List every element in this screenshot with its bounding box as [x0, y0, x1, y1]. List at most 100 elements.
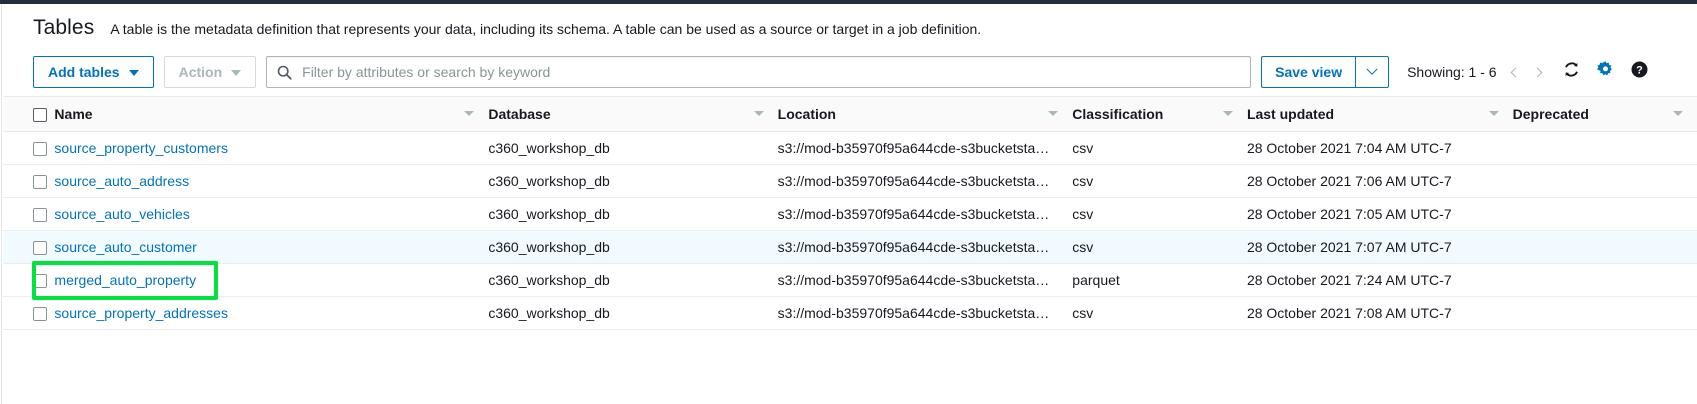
cell-database: c360_workshop_db: [488, 230, 778, 264]
cell-name: source_auto_customer: [54, 230, 489, 264]
cell-classification: csv: [1072, 230, 1247, 264]
row-checkbox[interactable]: [33, 207, 47, 222]
cell-deprecated: [1512, 164, 1697, 198]
search-input[interactable]: [300, 63, 1251, 81]
refresh-icon: [1562, 60, 1581, 84]
column-label-database: Database: [488, 105, 551, 122]
row-select-cell: [3, 131, 55, 165]
cell-name: source_auto_vehicles: [54, 197, 489, 231]
row-select-cell: [3, 230, 55, 264]
row-select-cell: [3, 263, 55, 297]
chevron-right-icon: [1532, 67, 1543, 77]
sort-caret-icon: [753, 111, 764, 117]
grid-body: source_property_customers c360_workshop_d…: [3, 131, 1697, 330]
previous-page-button[interactable]: [1505, 58, 1527, 86]
table-name-link[interactable]: source_auto_customer: [54, 238, 197, 255]
chevron-down-icon: [1366, 63, 1378, 75]
help-icon: ?: [1630, 60, 1649, 84]
sort-caret-icon: [1222, 111, 1233, 117]
add-tables-button[interactable]: Add tables: [33, 56, 154, 88]
cell-classification: csv: [1072, 164, 1247, 198]
cell-database: c360_workshop_db: [488, 296, 778, 330]
table-name-link[interactable]: merged_auto_property: [54, 271, 197, 288]
cell-name: source_auto_address: [54, 164, 489, 198]
save-view-button[interactable]: Save view: [1261, 56, 1356, 88]
cell-location: s3://mod-b35970f95a644cde-s3bucketsta…: [777, 197, 1073, 231]
cell-database: c360_workshop_db: [488, 131, 778, 165]
table-row[interactable]: source_property_addresses c360_workshop_d…: [3, 296, 1697, 330]
cell-location: s3://mod-b35970f95a644cde-s3bucketsta…: [777, 164, 1073, 198]
column-header-classification[interactable]: Classification: [1072, 97, 1247, 132]
row-checkbox[interactable]: [33, 273, 47, 288]
sort-caret-icon: [1048, 111, 1059, 117]
next-page-button[interactable]: [1527, 58, 1549, 86]
table-name-link[interactable]: source_property_addresses: [54, 304, 228, 321]
cell-deprecated: [1512, 263, 1697, 297]
cell-database: c360_workshop_db: [488, 197, 778, 231]
page-title: Tables: [33, 16, 95, 39]
action-button[interactable]: Action: [163, 56, 257, 88]
action-label: Action: [178, 64, 223, 80]
save-view-group: Save view: [1261, 56, 1390, 88]
cell-name: source_property_customers: [54, 131, 489, 165]
cell-location: s3://mod-b35970f95a644cde-s3bucketsta…: [777, 131, 1073, 165]
cell-last-updated: 28 October 2021 7:08 AM UTC-7: [1246, 296, 1513, 330]
tables-grid-container: Name Database Location: [3, 96, 1697, 330]
column-header-name[interactable]: Name: [54, 97, 489, 132]
cell-classification: csv: [1072, 296, 1247, 330]
cell-database: c360_workshop_db: [488, 263, 778, 297]
row-select-cell: [3, 296, 55, 330]
table-row[interactable]: source_property_customers c360_workshop_d…: [3, 131, 1697, 165]
column-header-last-updated[interactable]: Last updated: [1246, 97, 1513, 132]
cell-database: c360_workshop_db: [488, 164, 778, 198]
row-checkbox[interactable]: [33, 306, 47, 321]
add-tables-label: Add tables: [48, 64, 120, 80]
cell-last-updated: 28 October 2021 7:04 AM UTC-7: [1246, 131, 1513, 165]
cell-location: s3://mod-b35970f95a644cde-s3bucketsta…: [777, 263, 1073, 297]
cell-last-updated: 28 October 2021 7:06 AM UTC-7: [1246, 164, 1513, 198]
chevron-down-icon: [128, 70, 139, 76]
row-select-cell: [3, 197, 55, 231]
row-checkbox[interactable]: [33, 141, 47, 156]
cell-classification: csv: [1072, 197, 1247, 231]
column-header-database[interactable]: Database: [488, 97, 778, 132]
column-header-location[interactable]: Location: [777, 97, 1073, 132]
tables-grid: Name Database Location: [3, 97, 1697, 330]
settings-button[interactable]: [1589, 57, 1623, 87]
column-header-deprecated[interactable]: Deprecated: [1512, 97, 1697, 132]
sort-caret-icon: [1673, 111, 1683, 117]
table-name-link[interactable]: source_property_customers: [54, 139, 228, 156]
gear-icon: [1596, 60, 1615, 84]
row-checkbox[interactable]: [33, 174, 47, 189]
column-label-name: Name: [54, 105, 93, 122]
cell-deprecated: [1512, 296, 1697, 330]
table-name-link[interactable]: source_auto_address: [54, 172, 190, 189]
header-row: Name Database Location: [3, 97, 1697, 132]
help-button[interactable]: ?: [1623, 57, 1657, 87]
cell-location: s3://mod-b35970f95a644cde-s3bucketsta…: [777, 230, 1073, 264]
save-view-dropdown-button[interactable]: [1355, 56, 1390, 88]
row-checkbox[interactable]: [33, 240, 47, 255]
select-all-checkbox[interactable]: [33, 107, 47, 122]
page-header: Tables A table is the metadata definitio…: [3, 4, 1697, 50]
cell-classification: csv: [1072, 131, 1247, 165]
select-all-header: [3, 97, 55, 132]
page-description: A table is the metadata definition that …: [110, 21, 982, 37]
svg-text:?: ?: [1636, 65, 1643, 77]
save-view-label: Save view: [1275, 64, 1343, 80]
table-name-link[interactable]: source_auto_vehicles: [54, 205, 190, 222]
refresh-button[interactable]: [1555, 57, 1589, 87]
cell-last-updated: 28 October 2021 7:05 AM UTC-7: [1246, 197, 1513, 231]
search-box[interactable]: [266, 56, 1252, 88]
sort-caret-icon: [1488, 111, 1499, 117]
cell-location: s3://mod-b35970f95a644cde-s3bucketsta…: [777, 296, 1073, 330]
search-icon: [277, 65, 292, 80]
top-chrome-bar: [0, 0, 1697, 4]
cell-deprecated: [1512, 197, 1697, 231]
grid-header: Name Database Location: [3, 97, 1697, 132]
